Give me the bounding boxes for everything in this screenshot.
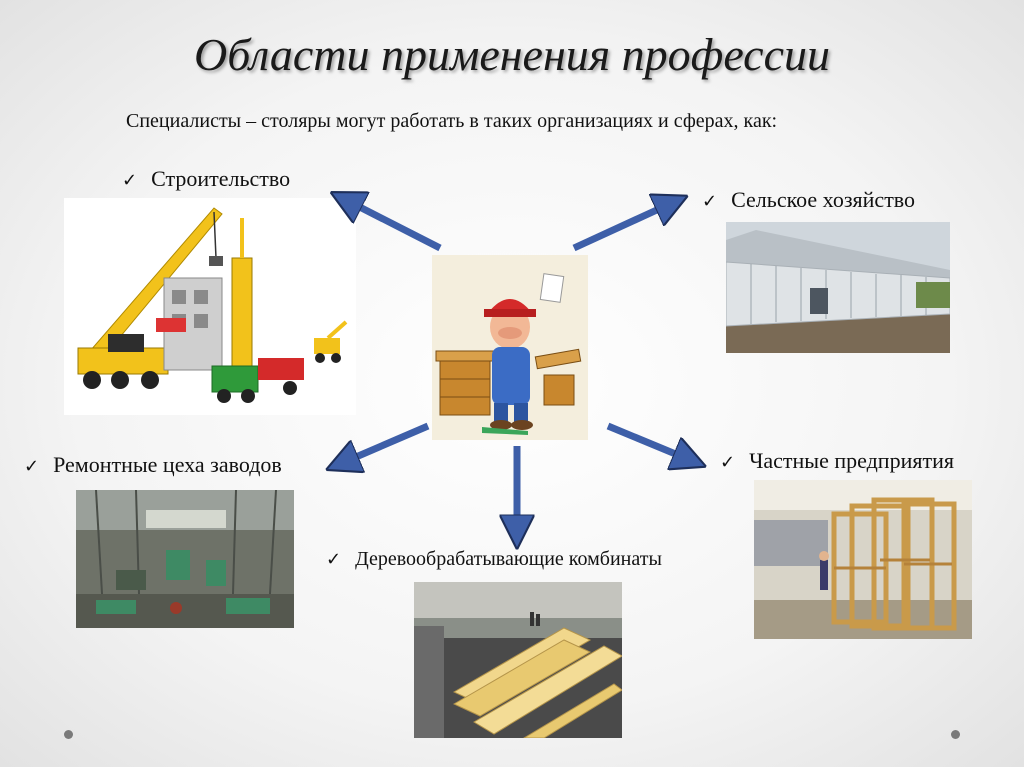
checkmark-icon: ✓ (122, 170, 138, 191)
construction-toy-crane-image (64, 198, 356, 415)
bullet-label: Деревообрабатывающие комбинаты (355, 548, 662, 570)
slide-subtitle: Специалисты – столяры могут работать в т… (126, 110, 778, 132)
bullet-woodworking: ✓ Деревообрабатывающие комбинаты (326, 548, 662, 571)
greenhouse-farm-building-image (726, 222, 950, 353)
bullet-construction: ✓ Строительство (122, 166, 290, 192)
checkmark-icon: ✓ (720, 452, 736, 473)
arrow-to-agriculture (572, 203, 672, 252)
bullet-label: Ремонтные цеха заводов (53, 452, 282, 477)
factory-repair-workshop-image (76, 490, 294, 628)
checkmark-icon: ✓ (326, 549, 342, 570)
arrow-to-construction (346, 200, 442, 252)
lumber-mill-boards-image (414, 582, 622, 738)
corner-dot-left (64, 730, 73, 739)
slide-title: Области применения профессии (194, 29, 830, 80)
bullet-label: Строительство (151, 166, 291, 191)
bullet-label: Частные предприятия (749, 448, 954, 473)
checkmark-icon: ✓ (702, 191, 718, 212)
bullet-private-enterprises: ✓ Частные предприятия (720, 448, 954, 474)
arrow-to-factory-repair (342, 422, 430, 463)
bullet-factory-repair: ✓ Ремонтные цеха заводов (24, 452, 282, 478)
corner-dot-right (951, 730, 960, 739)
bullet-label: Сельское хозяйство (731, 187, 916, 212)
cartoon-carpenter-image (432, 255, 588, 440)
bullet-agriculture: ✓ Сельское хозяйство (702, 187, 915, 213)
arrow-to-private-enterprises (606, 422, 690, 460)
checkmark-icon: ✓ (24, 456, 40, 477)
wooden-window-frames-workshop-image (754, 480, 972, 639)
